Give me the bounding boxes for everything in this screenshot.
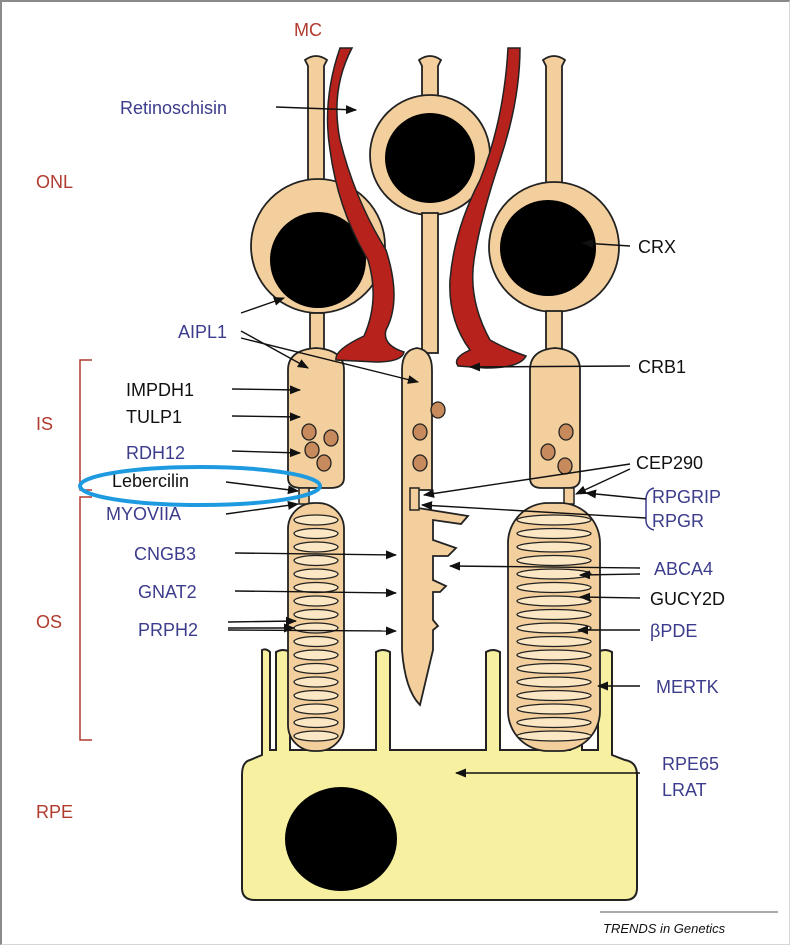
right-rod-disc [517, 529, 591, 539]
left-rod-disc [294, 691, 338, 701]
left-rod-disc [294, 583, 338, 593]
label-rpe65: RPE65 [662, 754, 719, 774]
left-rod-disc [294, 610, 338, 620]
right-rod-disc [517, 569, 591, 579]
right-rod-disc [517, 704, 591, 714]
layer-label-onl: ONL [36, 172, 73, 192]
right-rod-disc [517, 556, 591, 566]
right-rod-discs [517, 515, 591, 741]
left-rod-disc [294, 637, 338, 647]
label-rpgrip: RPGRIP [652, 487, 721, 507]
right-nucleus [500, 200, 596, 296]
left-rod-disc [294, 718, 338, 728]
right-rod-disc [517, 637, 591, 647]
left-rod-disc [294, 529, 338, 539]
left-rod-disc [294, 542, 338, 552]
label-abca4: ABCA4 [654, 559, 713, 579]
center-cone [370, 56, 490, 705]
rpe-nucleus [285, 787, 397, 891]
right-rod-disc [517, 596, 591, 606]
center-nucleus [385, 113, 475, 203]
right-rod-disc [517, 515, 591, 525]
right-rod-disc [517, 610, 591, 620]
left-rod-disc [294, 650, 338, 660]
label-tulp1: TULP1 [126, 407, 182, 427]
left-rod-disc [294, 596, 338, 606]
layer-brackets [80, 360, 92, 740]
layer-label-os: OS [36, 612, 62, 632]
left-rod-disc [294, 515, 338, 525]
right-rod-disc [517, 664, 591, 674]
layer-label-rpe: RPE [36, 802, 73, 822]
label-rpgr: RPGR [652, 511, 704, 531]
left-rod-disc [294, 556, 338, 566]
label-lebercilin: Lebercilin [112, 471, 189, 491]
left-rod-disc [294, 664, 338, 674]
right-rod-disc [517, 583, 591, 593]
label-rdh12: RDH12 [126, 443, 185, 463]
right-rod-disc [517, 691, 591, 701]
label-retinoschisin: Retinoschisin [120, 98, 227, 118]
right-rod-disc [517, 677, 591, 687]
label-myoviia: MYOVIIA [106, 504, 181, 524]
left-rod-disc [294, 677, 338, 687]
label-crx: CRX [638, 237, 676, 257]
label-cep290: CEP290 [636, 453, 703, 473]
label-gnat2: GNAT2 [138, 582, 197, 602]
right-rod-disc [517, 731, 591, 741]
left-rod-disc [294, 731, 338, 741]
left-rod-discs [294, 515, 338, 741]
right-rod-disc [517, 542, 591, 552]
label-bpde: βPDE [650, 621, 697, 641]
right-rod-disc [517, 623, 591, 633]
label-cngb3: CNGB3 [134, 544, 196, 564]
os-bracket [80, 497, 92, 740]
credit-text: TRENDS in Genetics [603, 921, 726, 936]
right-rod-disc [517, 650, 591, 660]
right-rod-disc [517, 718, 591, 728]
left-rod-disc [294, 704, 338, 714]
layer-label-is: IS [36, 414, 53, 434]
label-impdh1: IMPDH1 [126, 380, 194, 400]
label-crb1: CRB1 [638, 357, 686, 377]
is-bracket [80, 360, 92, 490]
label-lrat: LRAT [662, 780, 707, 800]
label-mertk: MERTK [656, 677, 719, 697]
left-rod-disc [294, 623, 338, 633]
left-rod-disc [294, 569, 338, 579]
label-gucy2d: GUCY2D [650, 589, 725, 609]
label-prph2: PRPH2 [138, 620, 198, 640]
label-aipl1: AIPL1 [178, 322, 227, 342]
layer-label-mc: MC [294, 20, 322, 40]
